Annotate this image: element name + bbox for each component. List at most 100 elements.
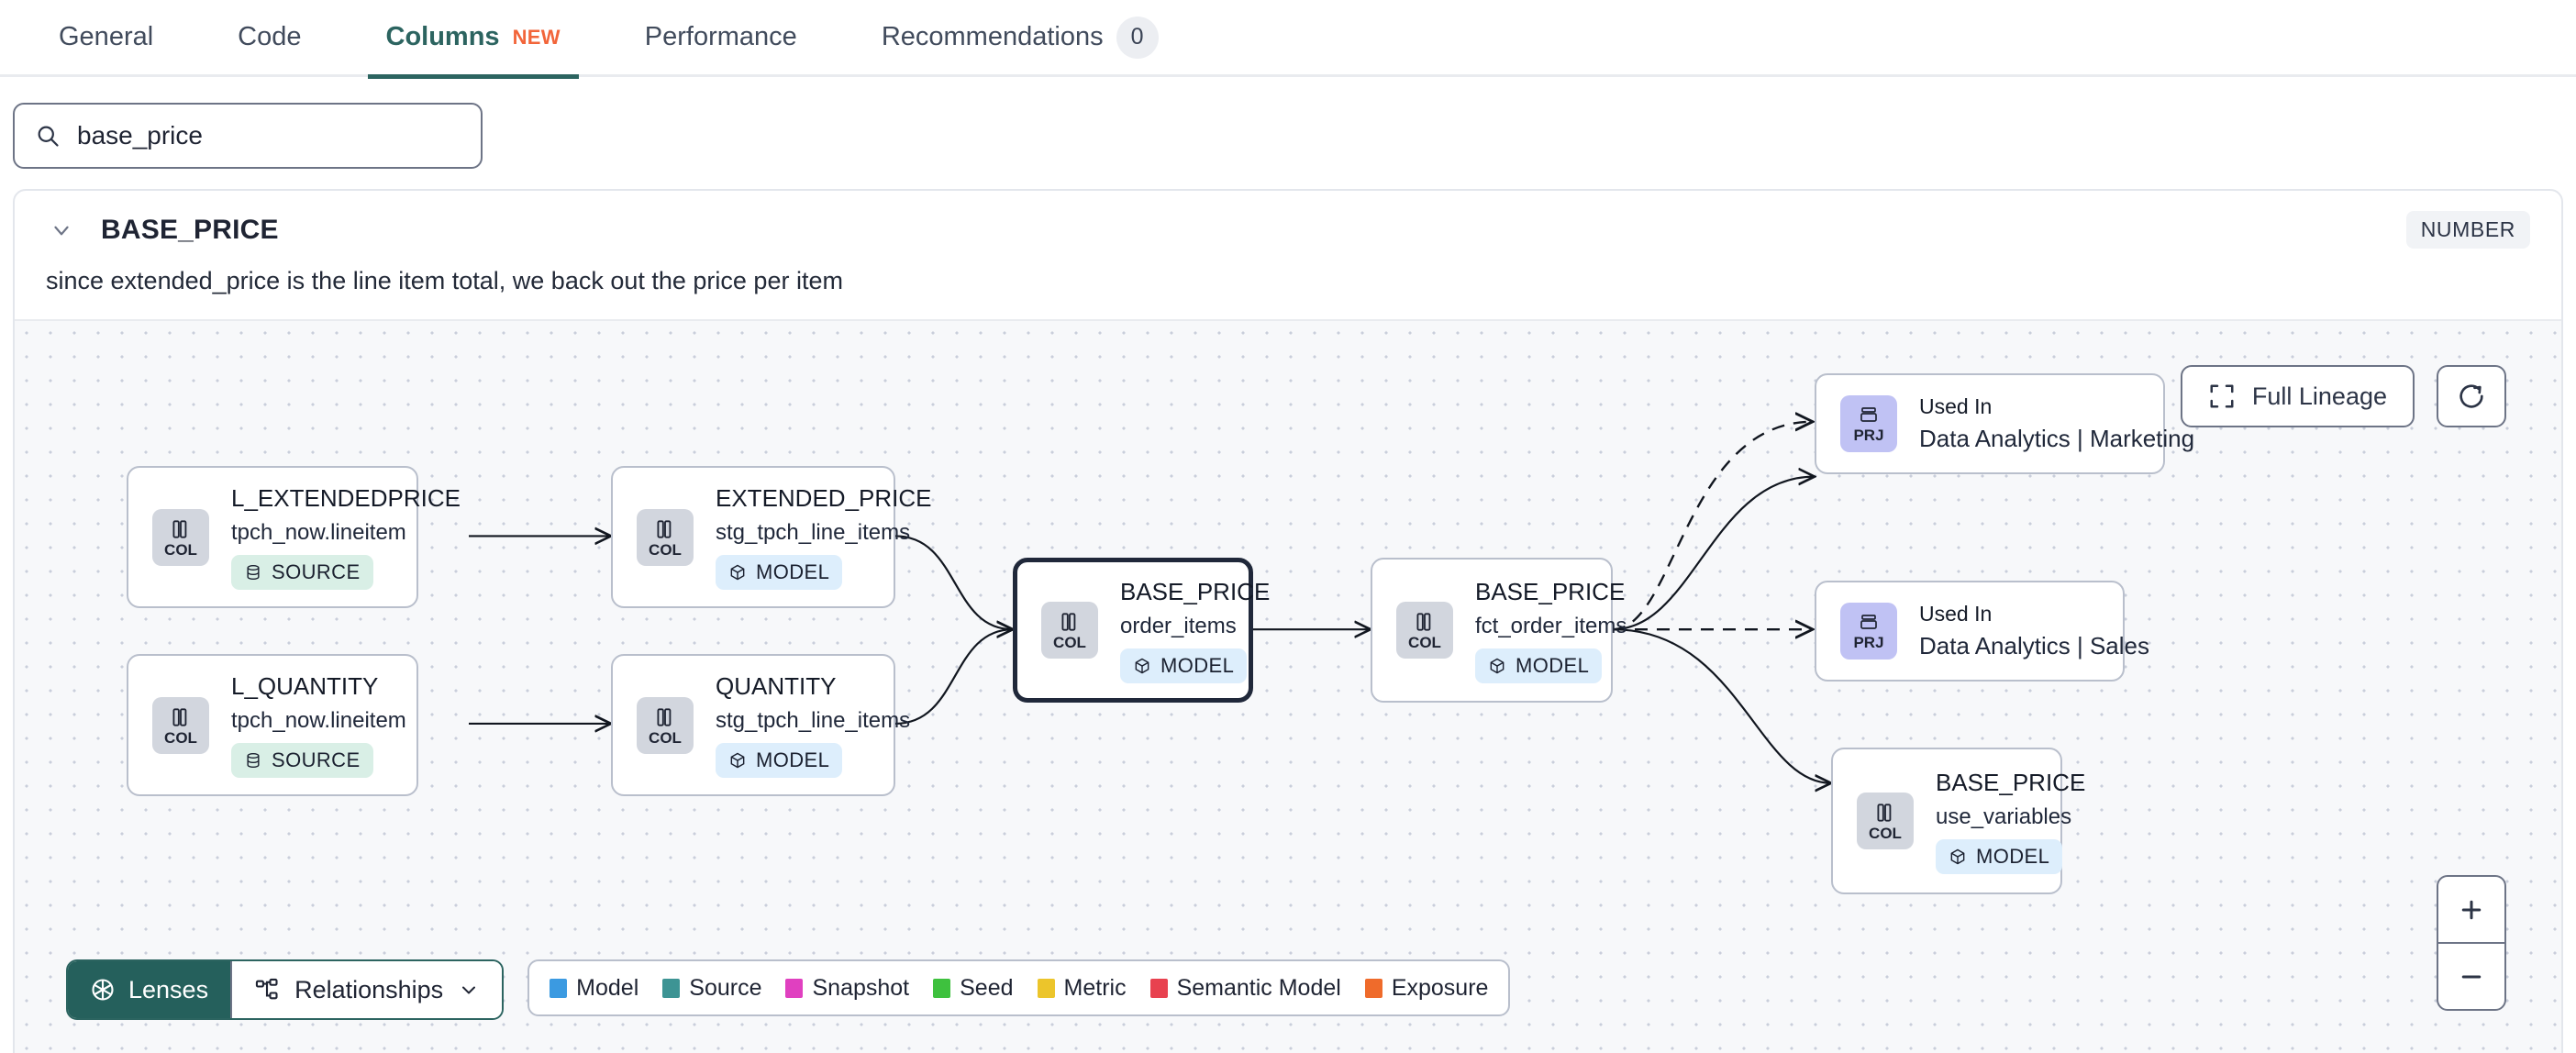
lineage-edges [469,321,2561,1053]
legend-item-snapshot: Snapshot [785,975,909,1002]
lineage-node-quantity[interactable]: COL QUANTITY stg_tpch_line_items MODEL [611,654,911,796]
legend-swatch [550,978,568,998]
node-type-pill-label: MODEL [756,748,830,771]
node-subtitle: use_variables [1936,804,2072,829]
column-icon: COL [152,508,209,566]
legend-swatch [785,978,804,998]
hierarchy-icon [254,977,280,1003]
node-type-pill: MODEL [716,555,843,590]
node-type-pill: SOURCE [231,743,373,778]
legend-swatch [933,978,951,998]
node-type-pill: MODEL [1936,838,2063,874]
zoom-out-button[interactable] [2438,944,2504,1009]
project-icon: PRJ [1840,395,1897,452]
column-icon: COL [637,508,694,566]
cube-icon [1135,658,1149,673]
relationships-button[interactable]: Relationships [230,961,503,1018]
legend-label: Snapshot [812,974,910,1001]
page-title: BASE_PRICE [101,214,279,245]
legend-label: Metric [1063,974,1127,1001]
lineage-node-l-extendedprice[interactable]: COL L_EXTENDEDPRICE tpch_now.lineitem SO… [127,466,461,608]
node-title: QUANTITY [716,672,837,700]
node-subtitle: Data Analytics | Marketing [1919,425,2195,452]
lineage-node-extended-price[interactable]: COL EXTENDED_PRICE stg_tpch_line_items M… [611,466,932,608]
full-lineage-label: Full Lineage [2251,382,2387,410]
search-input[interactable] [77,121,461,150]
tab-columns-label: Columns [385,22,500,51]
tab-columns[interactable]: Columns NEW [367,0,580,79]
node-type-pill-label: MODEL [1160,653,1235,677]
tab-code-label: Code [238,22,302,51]
node-type-pill-label: MODEL [756,560,830,583]
tab-general[interactable]: General [53,0,159,76]
search-icon [35,123,61,149]
lineage-node-base-price-fct-order-items[interactable]: COL BASE_PRICE fct_order_items MODEL [1371,558,1627,703]
zoom-controls [2437,875,2506,1011]
legend-item-seed: Seed [933,975,1014,1002]
column-icon-label: COL [1408,634,1441,651]
tab-recommendations-label: Recommendations [881,22,1104,51]
legend-item-metric: Metric [1037,974,1127,1002]
node-title: BASE_PRICE [1936,768,2086,796]
column-panel: BASE_PRICE NUMBER since extended_price i… [13,189,2563,1053]
chevron-down-icon [458,979,480,1001]
column-description: since extended_price is the line item to… [46,267,843,294]
lineage-node-l-quantity[interactable]: COL L_QUANTITY tpch_now.lineitem SOURCE [127,654,418,796]
legend-label: Model [576,974,639,1001]
database-icon [247,752,260,769]
node-title: BASE_PRICE [1120,577,1271,605]
lineage-canvas[interactable]: COL L_EXTENDEDPRICE tpch_now.lineitem SO… [15,319,2561,1053]
canvas-bottom-toolbar: Lenses Relationships [66,959,1511,1020]
node-subtitle: Data Analytics | Sales [1919,632,2149,660]
lineage-node-base-price-order-items[interactable]: COL BASE_PRICE order_items MODEL [1013,558,1271,703]
lineage-node-project-sales[interactable]: PRJ Used In Data Analytics | Sales [1815,581,2149,682]
tab-performance[interactable]: Performance [639,0,803,76]
legend-item-model: Model [550,975,638,1002]
legend-label: Semantic Model [1176,974,1341,1001]
legend-item-exposure: Exposure [1364,974,1489,1002]
node-title: Used In [1919,602,1993,626]
node-subtitle: stg_tpch_line_items [716,708,911,733]
column-icon-label: COL [649,728,682,747]
refresh-icon [2457,382,2486,411]
column-icon: COL [1041,602,1098,659]
cube-icon [730,752,745,769]
tab-bar: General Code Columns NEW Performance Rec… [0,0,2576,79]
column-icon-label: COL [164,728,197,747]
node-subtitle: stg_tpch_line_items [716,520,911,545]
lineage-node-project-marketing[interactable]: PRJ Used In Data Analytics | Marketing [1815,373,2195,474]
tab-recommendations[interactable]: Recommendations 0 [876,0,1164,76]
lenses-button[interactable]: Lenses [68,961,231,1018]
column-icon-label: COL [1869,825,1902,842]
column-icon-label: COL [1053,634,1086,651]
search-box[interactable] [13,103,483,169]
node-subtitle: tpch_now.lineitem [231,520,406,545]
legend-swatch [1037,978,1055,998]
node-type-pill: MODEL [716,743,843,778]
database-icon [247,564,260,581]
column-type-badge: NUMBER [2405,211,2530,249]
project-icon: PRJ [1840,603,1897,660]
node-type-pill-label: SOURCE [272,748,361,771]
full-lineage-button[interactable]: Full Lineage [2180,365,2415,427]
refresh-button[interactable] [2437,365,2506,427]
column-icon: COL [152,696,209,754]
node-type-pill-label: MODEL [1516,653,1590,677]
lineage-legend: Model Source Snapshot Seed Metric [527,959,1511,1016]
project-icon-label: PRJ [1853,427,1884,444]
node-title: BASE_PRICE [1475,577,1626,605]
node-title: L_EXTENDEDPRICE [231,484,461,512]
aperture-icon [90,977,116,1003]
node-title: Used In [1919,394,1993,418]
legend-swatch [1149,978,1168,998]
tab-code[interactable]: Code [232,0,306,76]
project-icon-label: PRJ [1853,634,1884,651]
lineage-node-base-price-use-variables[interactable]: COL BASE_PRICE use_variables MODEL [1831,748,2086,894]
column-icon: COL [1857,793,1914,849]
node-title: EXTENDED_PRICE [716,484,932,512]
lenses-label: Lenses [128,975,209,1003]
legend-label: Exposure [1391,974,1489,1001]
zoom-in-button[interactable] [2438,877,2504,944]
chevron-down-icon[interactable] [46,215,77,246]
column-icon-label: COL [164,540,197,559]
